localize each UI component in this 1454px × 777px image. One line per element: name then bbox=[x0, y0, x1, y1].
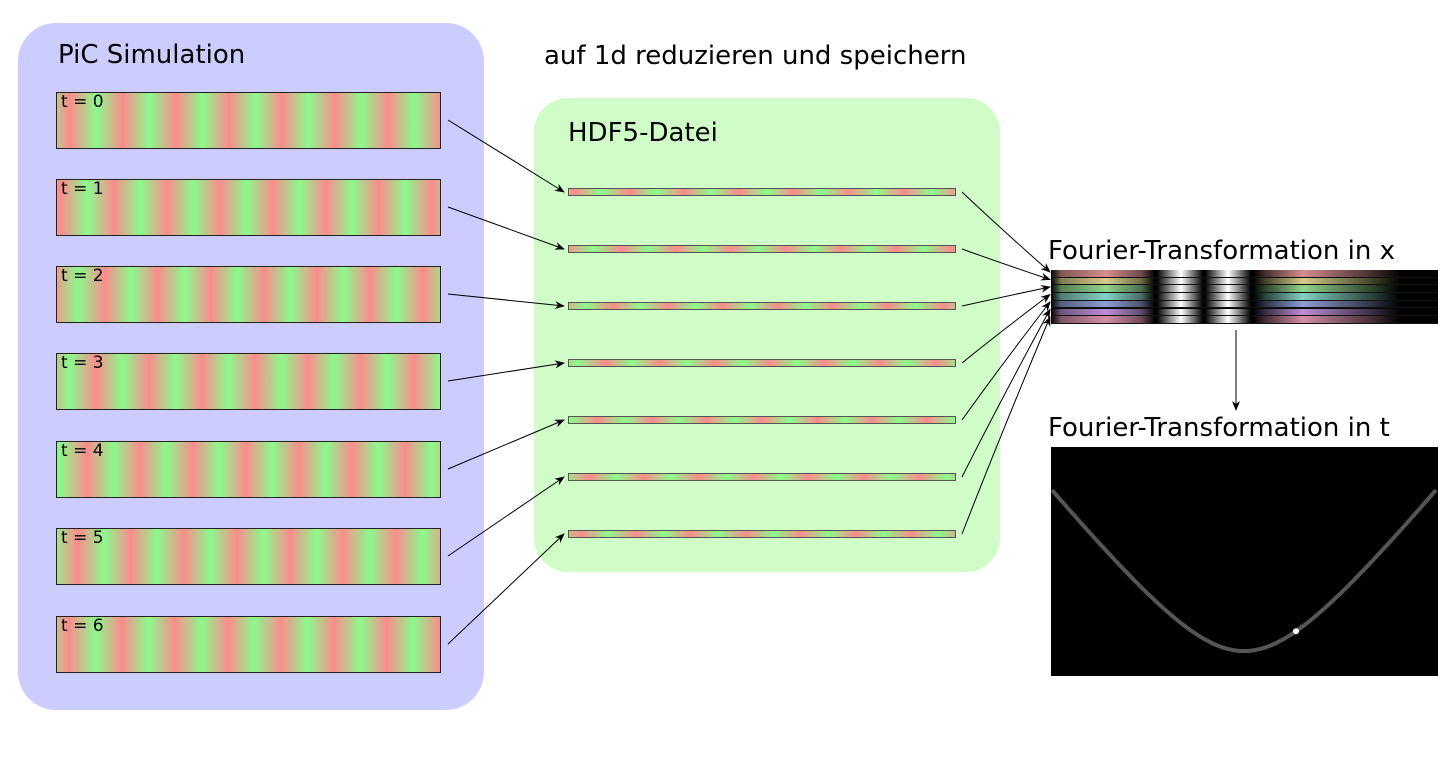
arrow-frame-to-strip bbox=[447, 476, 565, 557]
arrow-strip-to-fourier-x bbox=[961, 301, 1051, 421]
selected-mode-marker bbox=[1293, 628, 1299, 635]
simulation-frame: t = 5 bbox=[56, 528, 441, 585]
arrow-strip-to-fourier-x bbox=[961, 248, 1051, 281]
hdf5-1d-strip bbox=[568, 416, 956, 424]
frame-time-label: t = 6 bbox=[61, 616, 104, 636]
hdf5-1d-strip bbox=[568, 245, 956, 253]
fourier-t-title: Fourier-Transformation in t bbox=[1048, 413, 1390, 443]
simulation-frame: t = 4 bbox=[56, 441, 441, 498]
fourier-x-row bbox=[1051, 270, 1438, 278]
frame-time-label: t = 3 bbox=[61, 353, 104, 373]
dispersion-svg bbox=[1050, 488, 1438, 653]
hdf5-file-panel bbox=[534, 98, 1000, 572]
simulation-frame: t = 2 bbox=[56, 266, 441, 323]
hdf5-1d-strip bbox=[568, 188, 956, 196]
fourier-x-row bbox=[1051, 277, 1438, 286]
fourier-x-row bbox=[1051, 293, 1438, 301]
arrow-strip-to-fourier-x bbox=[961, 316, 1051, 535]
fourier-x-title: Fourier-Transformation in x bbox=[1048, 236, 1396, 266]
arrow-strip-to-fourier-x bbox=[961, 191, 1051, 273]
arrow-strip-to-fourier-x bbox=[961, 293, 1051, 364]
arrow-frame-to-strip bbox=[447, 360, 565, 382]
fourier-t-dispersion-plot bbox=[1050, 447, 1438, 676]
reduce-arrows bbox=[447, 119, 565, 645]
arrow-strip-to-fourier-x bbox=[961, 284, 1051, 307]
hdf5-1d-strip bbox=[568, 359, 956, 367]
hdf5-file-title: HDF5-Datei bbox=[568, 118, 718, 148]
hdf5-1d-strip bbox=[568, 473, 956, 481]
arrow-frame-to-strip bbox=[447, 119, 565, 193]
fourier-x-row bbox=[1051, 316, 1438, 324]
frame-time-label: t = 5 bbox=[61, 528, 104, 548]
transform-arrows bbox=[961, 191, 1051, 535]
frame-time-label: t = 4 bbox=[61, 441, 104, 461]
simulation-frame: t = 1 bbox=[56, 179, 441, 236]
fourier-x-row bbox=[1051, 300, 1438, 309]
simulation-frame: t = 6 bbox=[56, 616, 441, 673]
hdf5-1d-strip bbox=[568, 530, 956, 538]
fourier-x-row bbox=[1051, 308, 1438, 316]
fourier-x-row bbox=[1051, 285, 1438, 293]
frame-time-label: t = 1 bbox=[61, 179, 104, 199]
arrow-frame-to-strip bbox=[447, 533, 565, 645]
simulation-frame: t = 3 bbox=[56, 353, 441, 410]
reduce-step-label: auf 1d reduzieren und speichern bbox=[544, 41, 967, 71]
pic-simulation-title: PiC Simulation bbox=[58, 40, 246, 70]
arrow-frame-to-strip bbox=[447, 206, 565, 250]
frame-time-label: t = 2 bbox=[61, 266, 104, 286]
arrow-frame-to-strip bbox=[447, 419, 565, 470]
simulation-frame: t = 0 bbox=[56, 92, 441, 149]
hdf5-1d-strip bbox=[568, 302, 956, 310]
arrow-strip-to-fourier-x bbox=[961, 308, 1051, 478]
fourier-x-spectrum bbox=[1051, 270, 1438, 324]
frame-time-label: t = 0 bbox=[61, 92, 104, 112]
arrow-frame-to-strip bbox=[447, 293, 565, 310]
dispersion-curve bbox=[1050, 488, 1438, 653]
